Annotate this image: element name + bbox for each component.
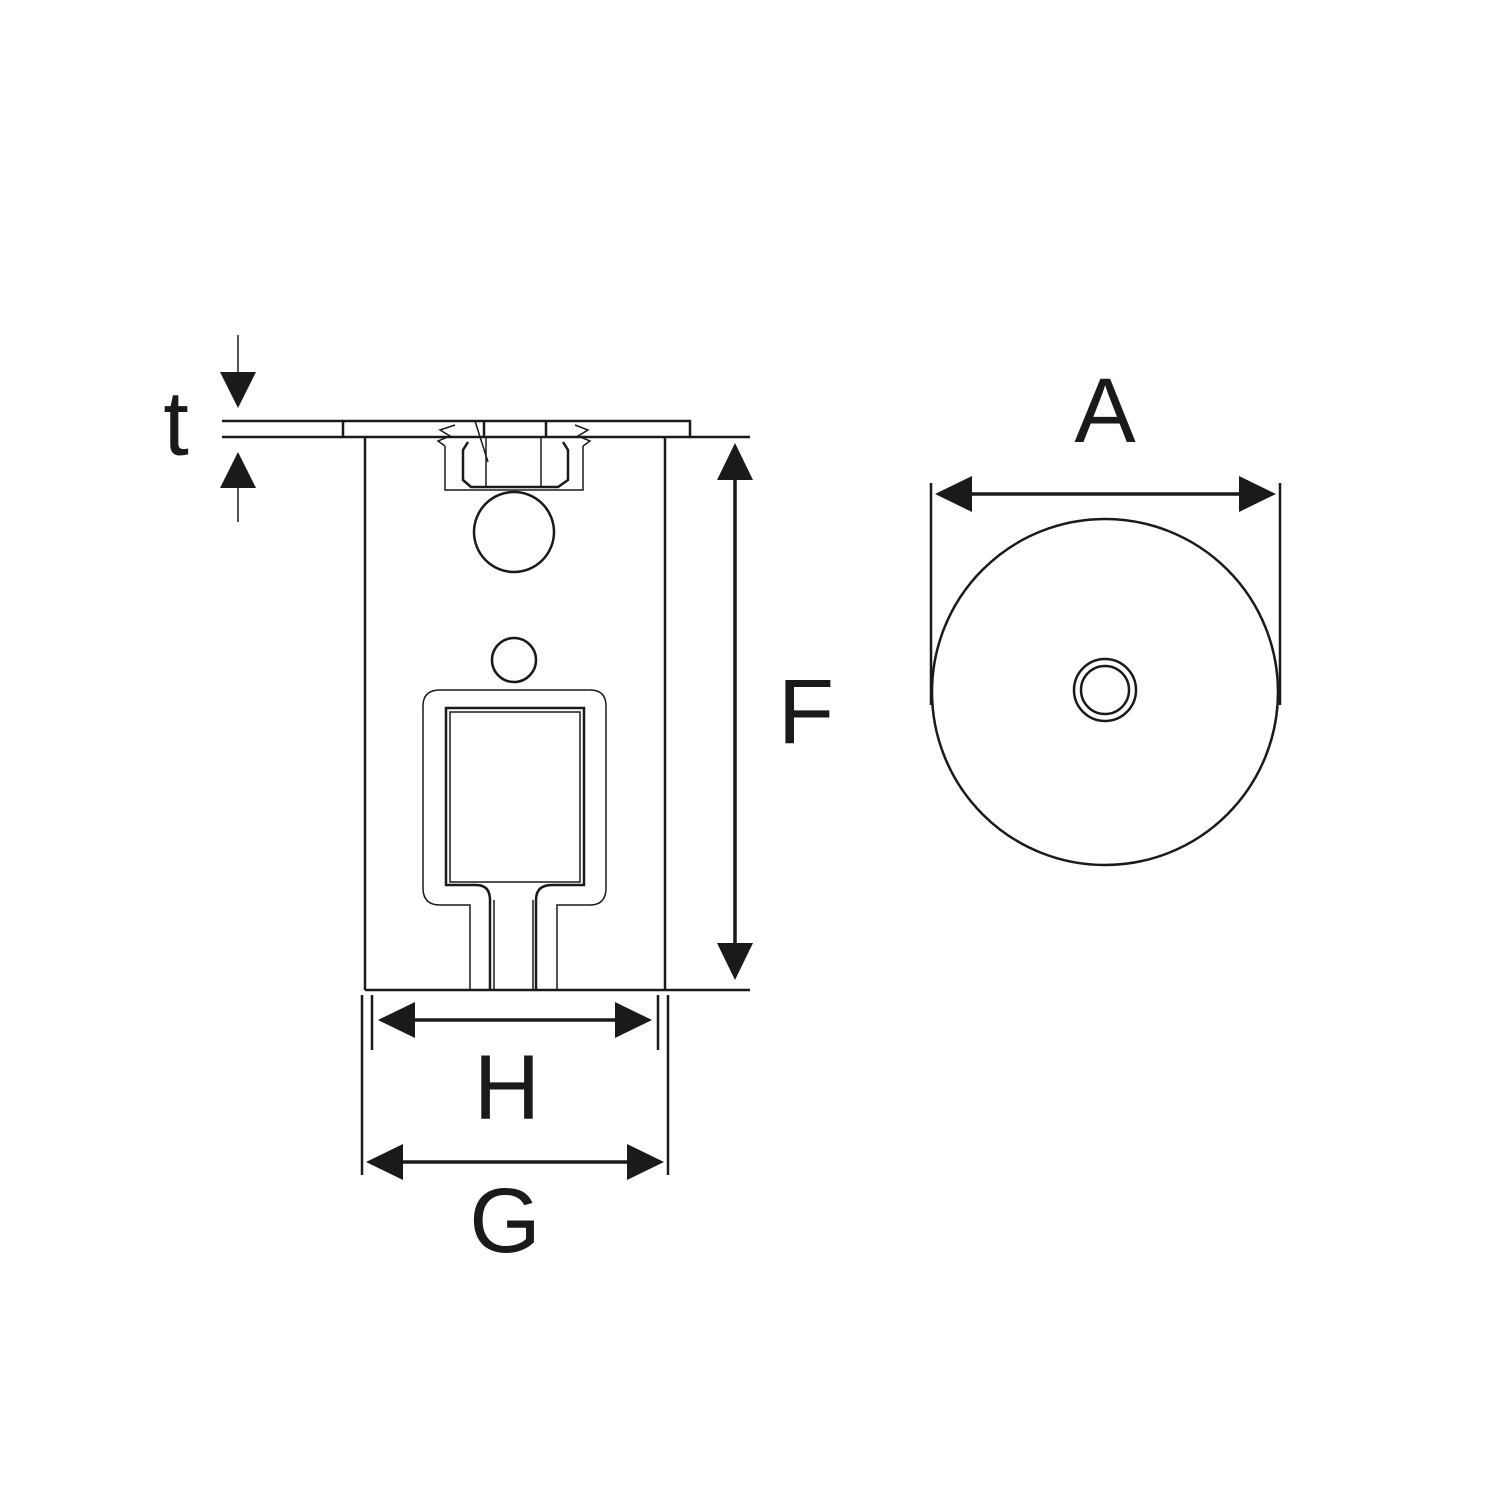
label-A: A [1074,360,1136,462]
keyhole-slot [422,689,607,990]
center-hole-outer [1072,657,1138,723]
dimension-t: t [163,335,256,522]
dimension-H: H [370,995,660,1139]
label-G: G [469,1170,541,1272]
dimension-A: A [929,360,1282,705]
label-t: t [163,373,189,475]
nut [436,420,592,491]
flange-circle [930,517,1280,867]
side-view [222,419,750,992]
large-hole [472,490,556,574]
top-view [930,517,1280,867]
dimension-F: F [717,443,834,980]
dimension-G: G [360,995,670,1272]
label-F: F [778,661,834,763]
small-hole [490,636,538,684]
flange-plate [341,419,692,439]
center-hole-inner [1079,664,1131,716]
label-H: H [474,1037,540,1139]
